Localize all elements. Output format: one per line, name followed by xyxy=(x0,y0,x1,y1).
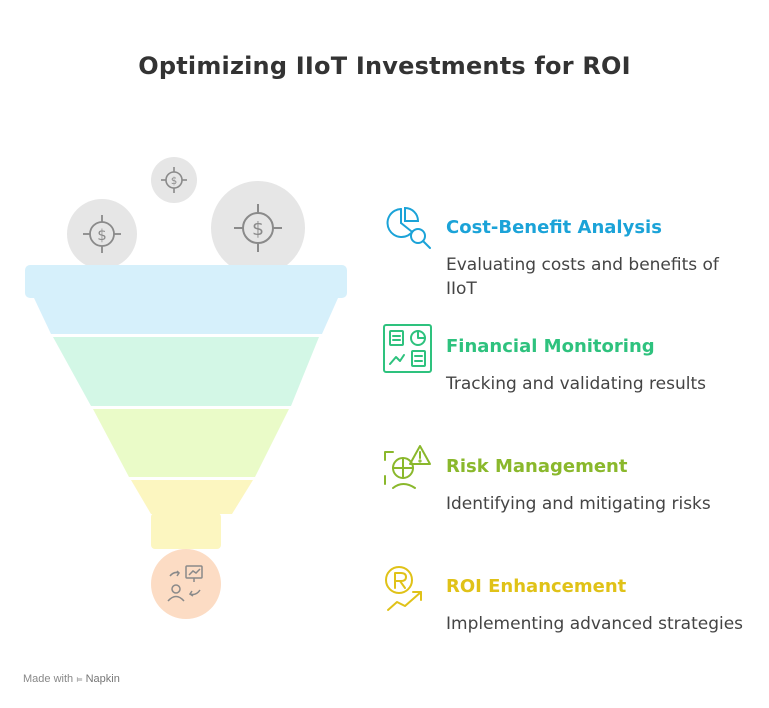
step-description: Tracking and validating results xyxy=(446,374,707,394)
funnel-stage-1 xyxy=(25,265,347,334)
funnel-output xyxy=(151,549,221,619)
coin-left: $ xyxy=(67,199,137,269)
step-description: Identifying and mitigating risks xyxy=(446,494,711,514)
svg-text:$: $ xyxy=(171,176,177,187)
dashboard-icon xyxy=(383,324,432,373)
step-heading: ROI Enhancement xyxy=(446,576,627,597)
footer-brand: Napkin xyxy=(85,673,120,685)
step-description: Evaluating costs and benefits of IIoT xyxy=(446,255,719,299)
coin-small: $ xyxy=(151,157,197,203)
pie-chart-magnifier-icon xyxy=(386,206,431,249)
footer-prefix: Made with xyxy=(23,673,74,685)
meeting-presentation-icon xyxy=(167,565,203,602)
step-heading: Risk Management xyxy=(446,456,628,477)
roi-growth-icon xyxy=(385,566,422,611)
dollar-target-icon xyxy=(161,167,187,193)
step-description: Implementing advanced strategies xyxy=(446,614,744,634)
svg-text:$: $ xyxy=(252,218,264,240)
risk-warning-icon xyxy=(384,445,431,489)
dollar-target-icon xyxy=(83,215,121,253)
coin-large: $ xyxy=(211,181,305,275)
step-heading: Financial Monitoring xyxy=(446,336,655,357)
funnel-stage-3 xyxy=(93,409,289,477)
funnel-stage-4 xyxy=(131,480,253,549)
step-heading: Cost-Benefit Analysis xyxy=(446,217,662,238)
napkin-logo-icon: ⫢ xyxy=(76,673,83,685)
footer-credit: Made with ⫢ Napkin xyxy=(23,673,120,686)
funnel-stage-2 xyxy=(53,337,319,406)
svg-text:$: $ xyxy=(97,226,107,244)
dollar-target-icon xyxy=(234,204,282,252)
page-title: Optimizing IIoT Investments for ROI xyxy=(138,52,631,80)
